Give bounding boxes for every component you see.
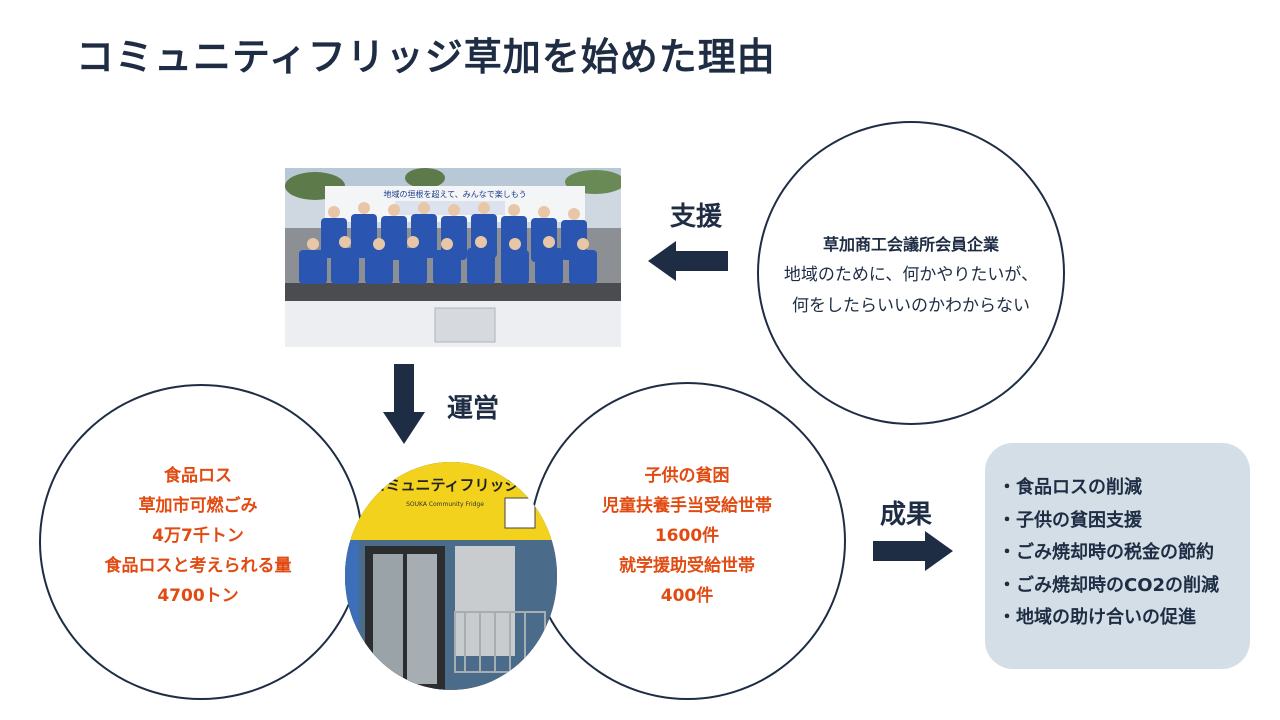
support-line-1: 地域のために、何かやりたいが、 xyxy=(783,265,1039,285)
result-item: ・子供の貧困支援 xyxy=(998,509,1142,531)
group-photo: 地域の垣根を超えて、みんなで楽しもう xyxy=(285,168,621,347)
food-loss-line: 食品ロス xyxy=(164,466,232,486)
store-sign-subtext: SOUKA Community Fridge xyxy=(406,501,484,508)
child-poverty-line: 児童扶養手当受給世帯 xyxy=(602,496,772,516)
result-item: ・ごみ焼却時のCO2の削減 xyxy=(998,574,1220,596)
support-line-2: 何をしたらいいのかわからない xyxy=(792,296,1030,316)
store-photo-illustration: コミュニティフリッジ SOUKA Community Fridge xyxy=(345,462,557,690)
result-list: ・食品ロスの削減 ・子供の貧困支援 ・ごみ焼却時の税金の節約 ・ごみ焼却時のCO… xyxy=(998,472,1246,635)
child-poverty-line: 400件 xyxy=(660,586,714,606)
result-item: ・地域の助け合いの促進 xyxy=(998,607,1196,628)
food-loss-line: 4万7千トン xyxy=(152,526,244,546)
page-title: コミュニティフリッジ草加を始めた理由 xyxy=(76,35,776,79)
support-circle-text: 草加商工会議所会員企業 地域のために、何かやりたいが、 何をしたらいいのかわから… xyxy=(757,229,1065,322)
child-poverty-line: 子供の貧困 xyxy=(644,466,730,486)
arrow-left-icon xyxy=(648,241,728,281)
food-loss-line: 草加市可燃ごみ xyxy=(138,496,258,516)
result-item: ・食品ロスの削減 xyxy=(998,477,1142,498)
group-photo-illustration: 地域の垣根を超えて、みんなで楽しもう xyxy=(285,168,621,347)
arrow-down-icon xyxy=(383,364,425,444)
photo-banner-text: 地域の垣根を超えて、みんなで楽しもう xyxy=(384,189,527,199)
child-poverty-line: 就学援助受給世帯 xyxy=(619,556,755,576)
food-loss-line: 食品ロスと考えられる量 xyxy=(104,556,292,576)
result-label: 成果 xyxy=(880,500,933,530)
support-circle xyxy=(757,121,1065,425)
food-loss-line: 4700トン xyxy=(157,586,239,606)
store-photo: コミュニティフリッジ SOUKA Community Fridge xyxy=(345,462,557,690)
food-loss-text: 食品ロス 草加市可燃ごみ 4万7千トン 食品ロスと考えられる量 4700トン xyxy=(58,461,338,611)
store-sign-text: コミュニティフリッジ xyxy=(370,476,519,494)
result-item: ・ごみ焼却時の税金の節約 xyxy=(998,542,1214,563)
child-poverty-text: 子供の貧困 児童扶養手当受給世帯 1600件 就学援助受給世帯 400件 xyxy=(548,461,826,611)
support-label: 支援 xyxy=(670,202,723,232)
arrow-right-icon xyxy=(873,531,953,571)
support-heading: 草加商工会議所会員企業 xyxy=(822,235,999,254)
child-poverty-line: 1600件 xyxy=(654,526,720,546)
result-box xyxy=(985,443,1250,669)
operate-label: 運営 xyxy=(447,394,500,424)
